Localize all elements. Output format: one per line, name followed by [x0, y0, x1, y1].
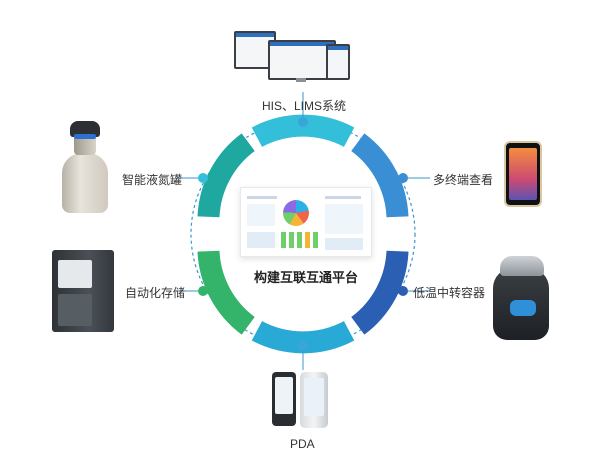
ring-segment-bottom: [251, 320, 355, 354]
ring-segment-upper-right: [350, 133, 409, 218]
bar-chart-icon: [281, 232, 321, 248]
connector-lines: [176, 92, 430, 370]
pie-chart-icon: [283, 200, 309, 226]
platform-dashboard-preview: [240, 187, 372, 257]
ring-segment-upper-left: [197, 133, 256, 218]
dashboard-stat-block: [325, 238, 363, 250]
ln2-tank-label: 智能液氮罐: [122, 173, 183, 187]
orbit-dot-bottom: [298, 341, 308, 351]
dashboard-stat-block: [247, 232, 275, 248]
orbit-dot-lower-right: [398, 286, 408, 296]
auto-storage-label: 自动化存储: [125, 286, 186, 300]
dashboard-header-bar: [325, 196, 361, 199]
ring-segment-lower-left: [197, 250, 256, 335]
smartphone-icon: [504, 141, 542, 207]
cryo-transfer-label: 低温中转容器: [413, 286, 486, 300]
dashboard-header-bar: [247, 196, 277, 199]
dashboard-stat-block: [325, 204, 363, 234]
multi-terminal-label: 多终端查看: [433, 173, 494, 187]
orbit-dot-lower-left: [198, 286, 208, 296]
monitor-stand: [296, 78, 306, 82]
dashboard-stat-block: [247, 204, 275, 226]
orbit-dots: [198, 117, 408, 351]
ring-segment-lower-right: [350, 250, 409, 335]
center-title: 构建互联互通平台: [253, 270, 358, 285]
orbit-dot-upper-left: [198, 173, 208, 183]
his-lims-label: HIS、LIMS系统: [262, 99, 347, 113]
storage-cabinet-icon: [52, 250, 114, 332]
ring-segment-top: [251, 114, 355, 148]
orbit-dot-top: [298, 117, 308, 127]
monitor-screen: [268, 40, 336, 80]
pda-label: PDA: [290, 437, 315, 451]
orbit-dot-upper-right: [398, 173, 408, 183]
monitor-screen: [326, 44, 350, 80]
